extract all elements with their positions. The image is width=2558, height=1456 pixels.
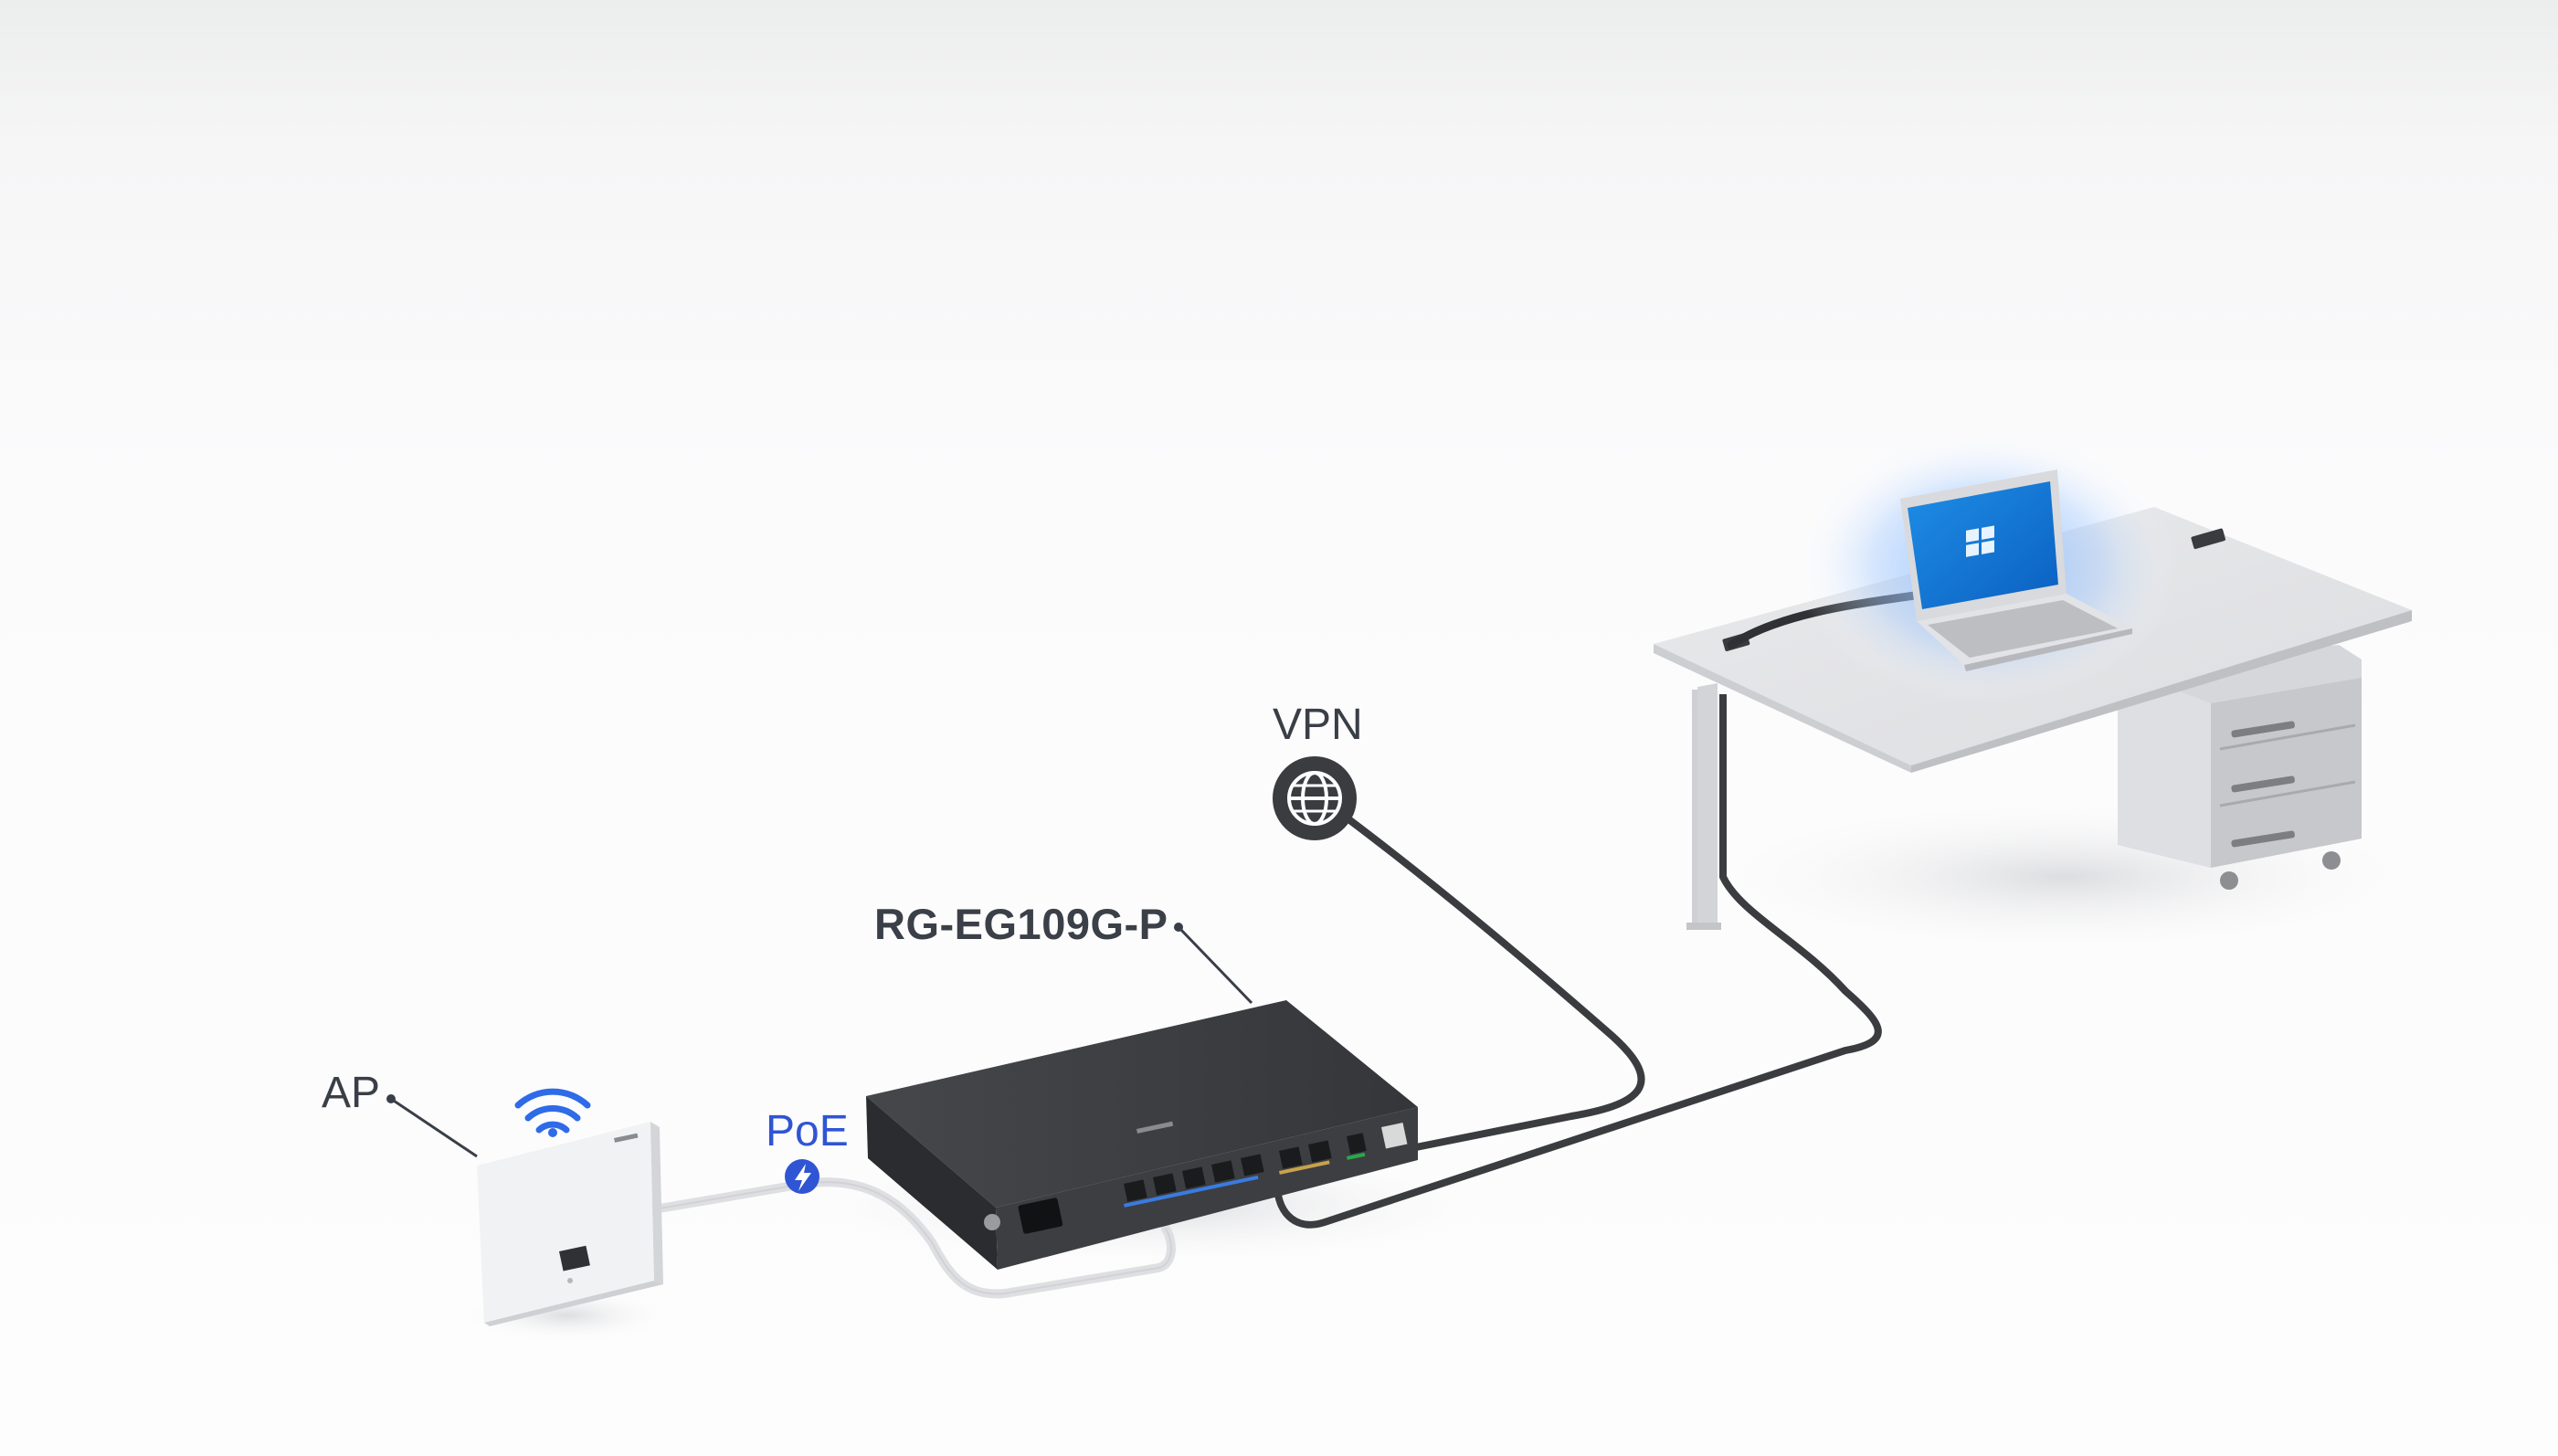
callout-leaders	[386, 923, 1253, 1158]
poe-label: PoE	[766, 1107, 849, 1155]
reset-button	[984, 1214, 1000, 1230]
rg-eg109g-p-device	[866, 1000, 1418, 1270]
qr-code	[1381, 1123, 1408, 1149]
lightning-bolt-icon	[785, 1159, 819, 1194]
access-point-device	[477, 1122, 663, 1326]
ap-label: AP	[322, 1069, 381, 1117]
vpn-label: VPN	[1273, 701, 1363, 749]
laptop	[1795, 429, 2179, 703]
lan-ports	[1124, 1133, 1367, 1208]
windows-logo-icon	[1966, 525, 1994, 557]
cables	[650, 694, 1882, 1299]
lan-cable	[1274, 873, 1882, 1229]
power-socket	[1018, 1198, 1063, 1234]
wifi-icon	[514, 1088, 591, 1137]
vpn-cable	[1344, 815, 1645, 1156]
globe-icon	[1273, 756, 1357, 840]
model-label: RG-EG109G-P	[874, 900, 1168, 948]
